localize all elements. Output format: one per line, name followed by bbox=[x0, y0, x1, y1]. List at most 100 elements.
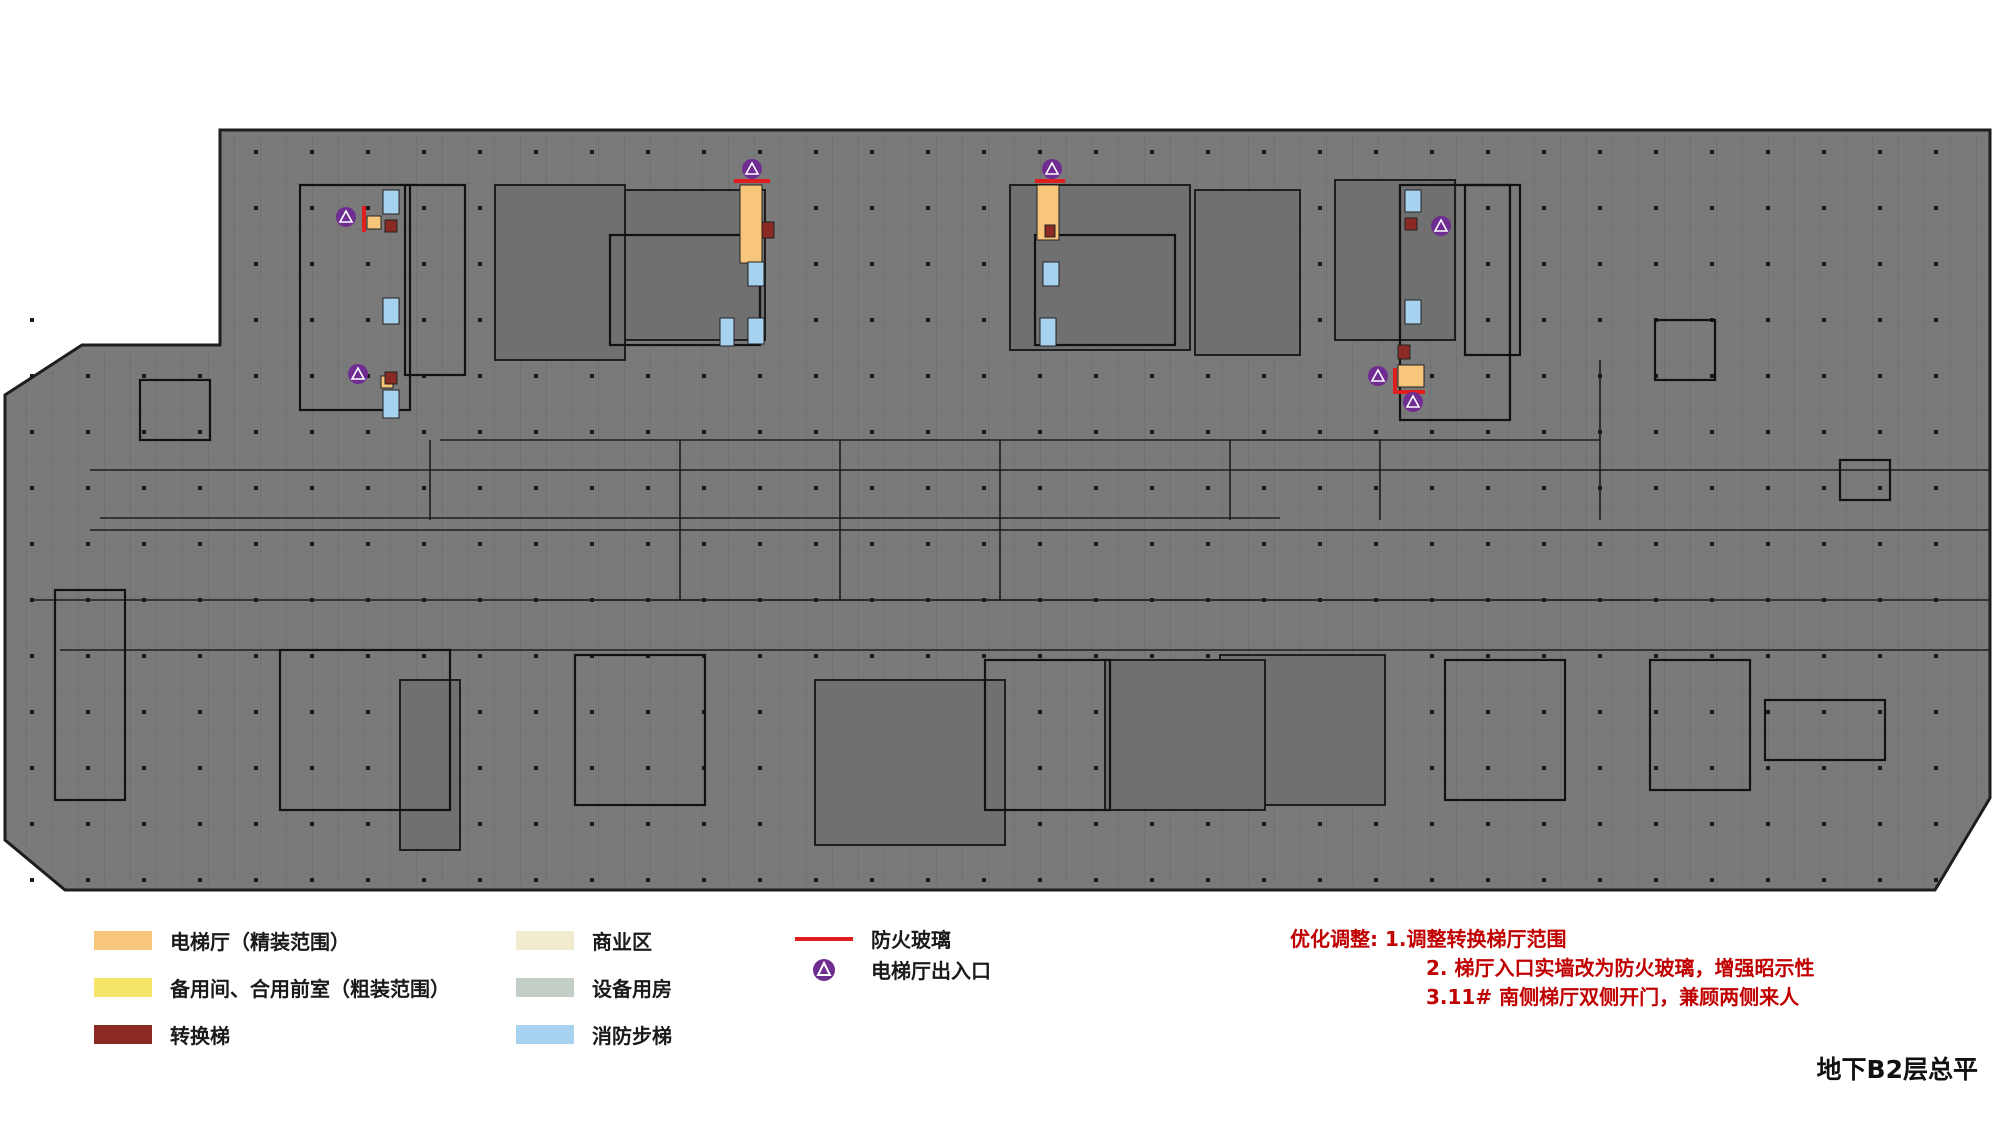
column bbox=[366, 878, 370, 882]
column bbox=[982, 150, 986, 154]
column bbox=[1766, 486, 1770, 490]
column bbox=[1822, 374, 1826, 378]
column bbox=[86, 766, 90, 770]
column bbox=[366, 374, 370, 378]
column bbox=[1878, 710, 1882, 714]
column bbox=[590, 766, 594, 770]
column bbox=[1486, 150, 1490, 154]
legend-label-commercial: 商业区 bbox=[592, 930, 652, 954]
column bbox=[1430, 766, 1434, 770]
column bbox=[1934, 654, 1938, 658]
column bbox=[1430, 710, 1434, 714]
fire-glass-line-icon bbox=[795, 936, 853, 941]
column bbox=[86, 654, 90, 658]
column bbox=[1766, 654, 1770, 658]
column bbox=[1318, 262, 1322, 266]
column bbox=[478, 486, 482, 490]
column bbox=[1150, 654, 1154, 658]
column bbox=[1598, 654, 1602, 658]
column bbox=[1150, 486, 1154, 490]
column bbox=[1878, 374, 1882, 378]
core-room-cluster bbox=[53, 588, 127, 802]
column bbox=[1654, 710, 1658, 714]
column bbox=[1094, 430, 1098, 434]
column bbox=[870, 654, 874, 658]
column bbox=[422, 430, 426, 434]
column bbox=[1766, 206, 1770, 210]
swatch-commercial bbox=[516, 931, 574, 950]
column bbox=[1766, 822, 1770, 826]
column bbox=[366, 430, 370, 434]
column bbox=[758, 430, 762, 434]
column bbox=[1654, 430, 1658, 434]
column bbox=[1822, 878, 1826, 882]
column bbox=[1430, 654, 1434, 658]
legend-item-transfer-stair: 转换梯 bbox=[94, 1020, 230, 1049]
column bbox=[1374, 150, 1378, 154]
column bbox=[1654, 654, 1658, 658]
column bbox=[1766, 878, 1770, 882]
column bbox=[1766, 430, 1770, 434]
column bbox=[142, 430, 146, 434]
core-room-cluster bbox=[138, 378, 212, 442]
column bbox=[1542, 766, 1546, 770]
column bbox=[198, 710, 202, 714]
column bbox=[1710, 430, 1714, 434]
column bbox=[198, 430, 202, 434]
column bbox=[254, 262, 258, 266]
column bbox=[310, 206, 314, 210]
column bbox=[758, 766, 762, 770]
column bbox=[1878, 486, 1882, 490]
column bbox=[758, 150, 762, 154]
column bbox=[254, 654, 258, 658]
column bbox=[926, 262, 930, 266]
transfer-stair bbox=[384, 219, 398, 233]
core-room-cluster bbox=[1398, 183, 1512, 422]
column bbox=[1318, 486, 1322, 490]
building-block bbox=[494, 184, 626, 361]
core-room-cluster bbox=[403, 183, 467, 377]
structural-columns bbox=[30, 150, 1938, 882]
column bbox=[86, 486, 90, 490]
swatch-spare-room bbox=[94, 978, 152, 997]
column bbox=[254, 878, 258, 882]
column bbox=[758, 542, 762, 546]
column bbox=[1542, 542, 1546, 546]
column bbox=[1822, 318, 1826, 322]
column bbox=[702, 542, 706, 546]
column bbox=[1206, 486, 1210, 490]
column bbox=[1542, 822, 1546, 826]
column bbox=[1878, 766, 1882, 770]
column bbox=[1598, 150, 1602, 154]
column bbox=[814, 486, 818, 490]
core-room-cluster bbox=[1463, 183, 1522, 357]
column bbox=[1430, 542, 1434, 546]
column bbox=[1038, 822, 1042, 826]
column bbox=[366, 486, 370, 490]
column bbox=[590, 710, 594, 714]
column bbox=[1598, 878, 1602, 882]
column bbox=[1710, 262, 1714, 266]
column bbox=[1822, 150, 1826, 154]
swatch-transfer-stair bbox=[94, 1025, 152, 1044]
legend-item-fire-glass: 防火玻璃 bbox=[795, 924, 951, 953]
column bbox=[422, 150, 426, 154]
column bbox=[646, 374, 650, 378]
column bbox=[1150, 822, 1154, 826]
column bbox=[814, 206, 818, 210]
transfer-stair bbox=[1397, 344, 1411, 360]
column bbox=[366, 710, 370, 714]
column bbox=[1822, 766, 1826, 770]
column bbox=[1822, 486, 1826, 490]
legend-label-spare-room: 备用间、合用前室（粗装范围） bbox=[170, 977, 450, 1001]
column bbox=[758, 710, 762, 714]
column bbox=[1542, 654, 1546, 658]
column bbox=[1878, 542, 1882, 546]
column bbox=[590, 822, 594, 826]
column bbox=[1038, 486, 1042, 490]
column bbox=[1038, 430, 1042, 434]
column bbox=[534, 486, 538, 490]
column bbox=[926, 374, 930, 378]
column bbox=[1878, 150, 1882, 154]
column bbox=[1934, 374, 1938, 378]
